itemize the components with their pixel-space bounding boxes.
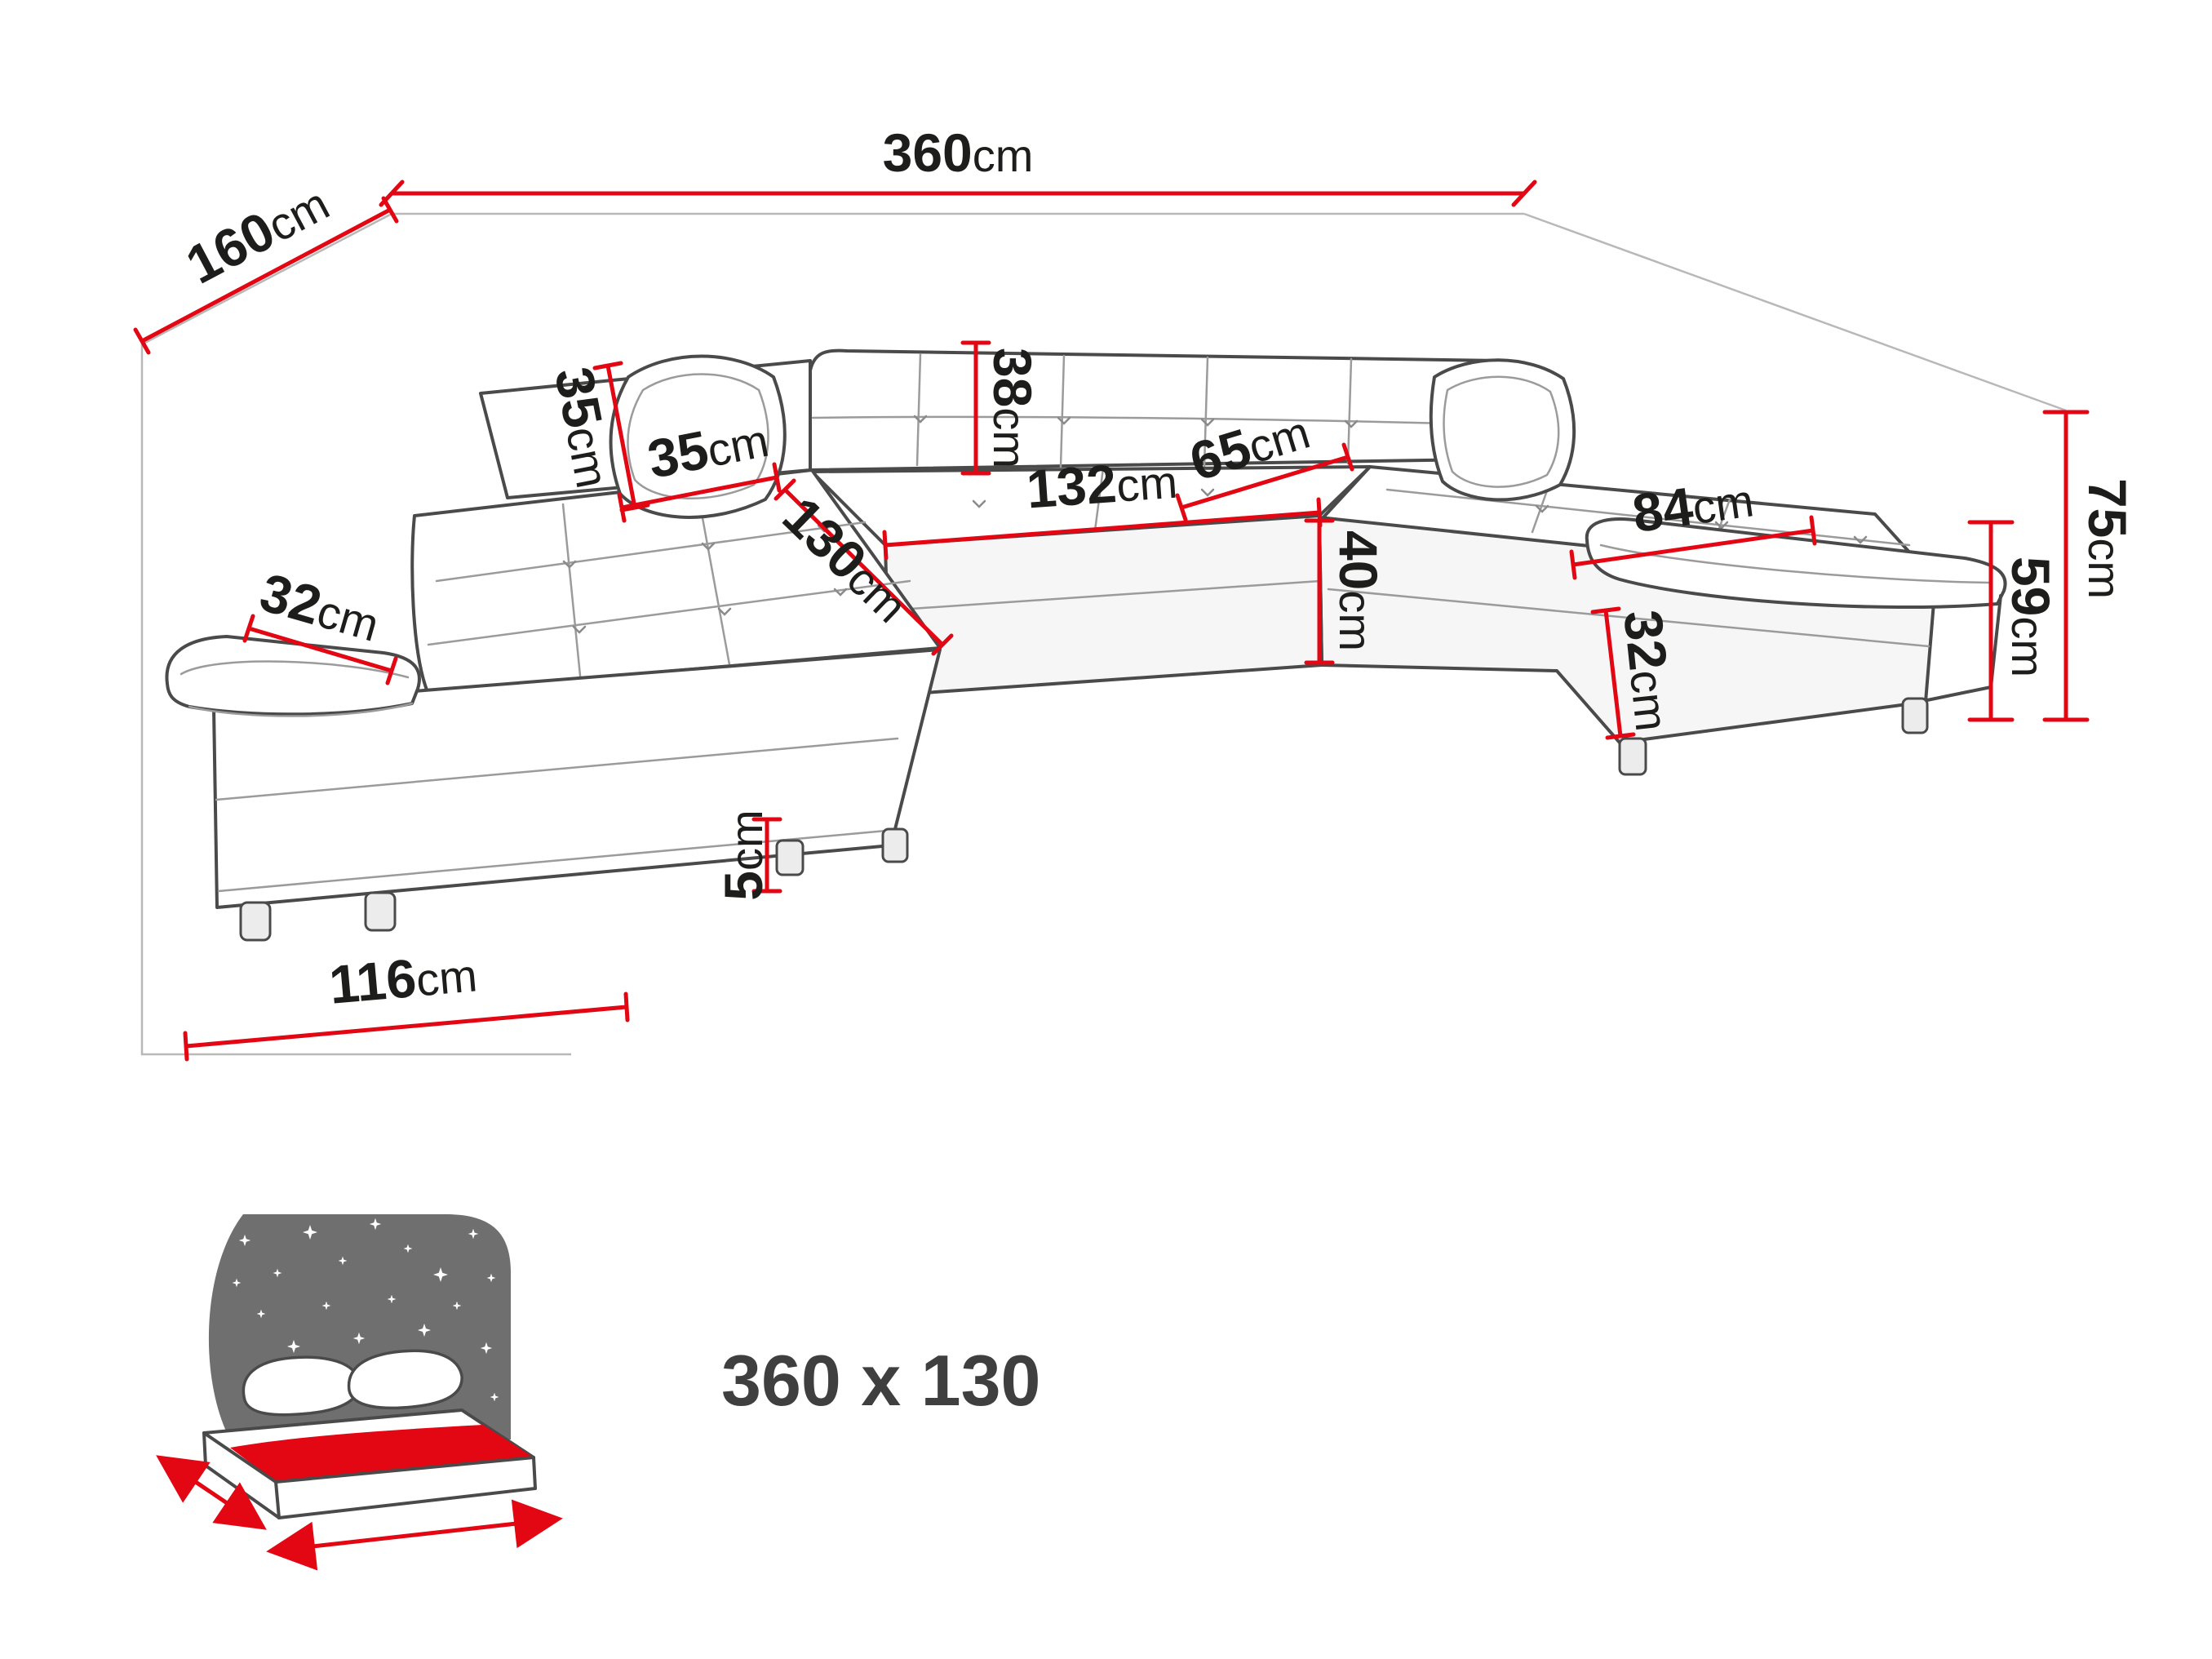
bed-mattress-top (230, 1425, 534, 1482)
sofa-legs (239, 697, 1929, 942)
dim-line-left-chaise-width (183, 991, 630, 1062)
dim-left-chaise-width-label: 116cm (327, 942, 480, 1015)
dim-line-pillow-width (617, 462, 782, 523)
dim-total-width-label: 360cm (883, 122, 1034, 183)
dim-line-seat-height (1304, 518, 1335, 665)
dim-center-seat-width-label: 132cm (1025, 449, 1179, 520)
dim-right-seat-width-label: 84cm (1629, 467, 1757, 543)
dim-armrest-height-label: 59cm (2001, 557, 2061, 677)
dim-backrest-height-label: 38cm (982, 348, 1043, 468)
dim-leg-height-label: 5cm (713, 810, 774, 900)
dim-total-height-label: 75cm (2077, 478, 2138, 599)
dim-line-pillow-height (592, 361, 650, 512)
dim-line-left-armrest-width (242, 614, 398, 685)
dim-line-total-depth (133, 196, 399, 355)
dim-line-total-width (379, 180, 1537, 207)
dim-line-backrest-height (960, 340, 991, 476)
sofa-drawing (165, 348, 2007, 942)
dim-line-right-seat-width (1569, 515, 1817, 580)
dimension-lines (133, 180, 2090, 1062)
sleeping-area-label: 360 x 130 (721, 1340, 1041, 1421)
dim-line-right-base-height (1590, 606, 1636, 740)
dim-pillow-height-label: 35cm (543, 362, 626, 492)
bed-pillows (242, 1349, 463, 1417)
dim-line-total-height (2042, 410, 2090, 722)
dim-left-armrest-width-label: 32cm (254, 561, 387, 653)
dim-seat-height-label: 40cm (1328, 530, 1389, 651)
dim-line-armrest-height (1967, 520, 2015, 722)
dim-total-depth-label: 160cm (176, 171, 338, 295)
dim-right-base-height-label: 32cm (1612, 607, 1685, 734)
right-armrest (1585, 517, 2007, 610)
dim-line-seat-depth (1175, 442, 1354, 522)
dim-pillow-width-label: 35cm (643, 407, 773, 490)
dim-line-leg-height (751, 817, 782, 894)
perspective-frame (140, 212, 2067, 1056)
dim-line-left-chaise-length (774, 478, 954, 656)
left-armrest (165, 635, 421, 716)
right-pillow (1429, 358, 1576, 502)
left-pillow (609, 354, 787, 519)
bed-dimension-arrows (156, 1455, 563, 1571)
sleeping-area-bed-icon: 360 x 130 (156, 1214, 1041, 1571)
